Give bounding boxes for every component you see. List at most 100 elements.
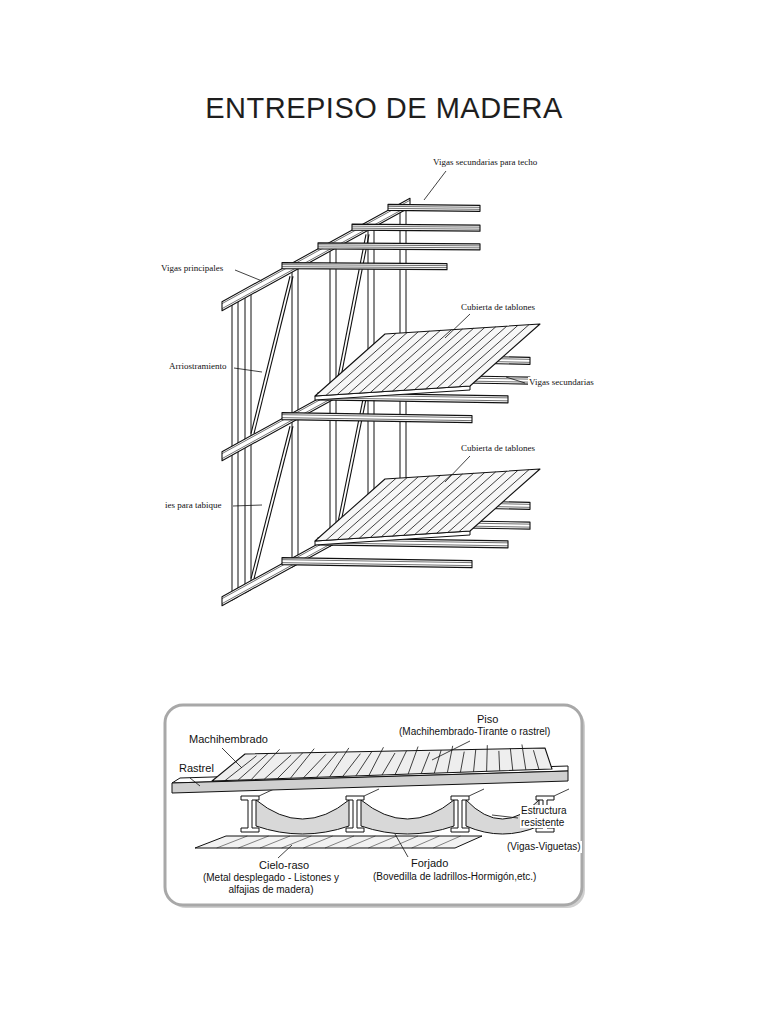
i-beam [241, 796, 259, 832]
roof-beam [352, 224, 480, 231]
leader-line [235, 270, 262, 281]
leader-line [222, 748, 242, 768]
roof-beam-flange [352, 228, 480, 229]
plank [326, 478, 396, 540]
plank-deck [315, 469, 540, 541]
part-label: Vigas secundarias para techo [432, 157, 538, 167]
part-label: Estructura resistente [520, 805, 578, 828]
plank [356, 751, 372, 775]
ceiling-lath [368, 836, 396, 848]
leader-line [492, 815, 518, 818]
main-beam-flange [222, 200, 410, 303]
plank [370, 330, 440, 392]
part-note: (Vigas-Viguetas) [506, 841, 582, 853]
i-beam-depth [469, 789, 484, 796]
plank [426, 327, 496, 389]
i-beam [346, 796, 364, 832]
plank [326, 333, 396, 395]
ceiling-lath [303, 836, 332, 848]
leader-line [395, 834, 408, 857]
plank-deck [315, 324, 540, 396]
plank [533, 750, 538, 769]
roof-beam [318, 243, 480, 250]
plank [359, 476, 429, 538]
roof-beam-flange [388, 208, 480, 209]
roof-beam-flange [282, 265, 447, 266]
roof-beam-flange [388, 206, 480, 207]
i-beam [451, 796, 469, 832]
ceiling-lath [390, 836, 418, 848]
plank [393, 329, 463, 391]
plank [304, 754, 326, 777]
plank [317, 752, 338, 777]
secondary-beam-flange [282, 563, 472, 566]
part-label: Cubierta de tablones [460, 302, 536, 312]
vault [361, 800, 454, 834]
part-label: Cielo-raso [258, 859, 310, 872]
main-beam-flange [222, 205, 410, 308]
secondary-beam [282, 413, 472, 423]
secondary-beam-flange [282, 418, 472, 421]
leader-line [432, 741, 470, 760]
plank [381, 475, 451, 537]
part-note: (Machihembrado-Tirante o rastrel) [398, 726, 551, 738]
leader-line [190, 778, 200, 786]
plank-floor [212, 748, 552, 781]
roof-beam-flange [318, 245, 480, 246]
roof-beam-flange [318, 247, 480, 248]
leader-line [445, 456, 470, 482]
plank [381, 330, 451, 392]
part-label: Machihembrado [188, 733, 269, 746]
i-beam-depth [554, 789, 569, 796]
plank [474, 749, 476, 771]
leader-line [233, 505, 262, 506]
ceiling-lath [325, 836, 354, 848]
secondary-beam-flange [282, 560, 472, 563]
part-label: Piso [476, 713, 499, 726]
plank [498, 751, 500, 771]
part-label: Vigas secundarias [528, 377, 595, 387]
plank [522, 744, 526, 769]
plank [415, 473, 485, 535]
part-label: Cubierta de tablones [460, 443, 536, 453]
plank [348, 477, 418, 539]
plank [486, 745, 488, 771]
main-beam [222, 198, 410, 310]
plank [415, 328, 485, 390]
plank [510, 749, 512, 771]
ceiling-lath [282, 836, 312, 848]
vault [256, 800, 349, 834]
roof-beam [282, 263, 447, 270]
brace [254, 276, 293, 433]
leader-line [506, 377, 525, 383]
leader-line [278, 845, 292, 858]
plank [404, 328, 474, 390]
secondary-beam [282, 558, 472, 568]
ceiling-panel [195, 836, 482, 848]
leader-line [445, 314, 470, 338]
plank [348, 332, 418, 394]
plank [460, 752, 464, 773]
plank [434, 750, 441, 773]
leader-line [424, 171, 446, 200]
plank [277, 753, 302, 779]
section-figure [165, 705, 585, 908]
plank [337, 333, 407, 395]
frame-border [165, 705, 582, 905]
roof-beam-flange [352, 226, 480, 227]
part-note: (Bovedilla de ladrillos-Hormigón,etc.) [372, 871, 537, 883]
plank [370, 475, 440, 537]
part-label: Vigas principales [160, 263, 224, 273]
plank [369, 747, 384, 775]
frame-figure [222, 171, 540, 606]
plank [251, 749, 279, 779]
roof-beam-flange [282, 267, 447, 268]
plank [382, 753, 395, 775]
plank [337, 478, 407, 540]
part-label: ies para tabique [164, 500, 222, 510]
ceiling-lath [433, 836, 460, 848]
plank [404, 473, 474, 535]
brace [251, 426, 290, 578]
plank [264, 755, 291, 779]
